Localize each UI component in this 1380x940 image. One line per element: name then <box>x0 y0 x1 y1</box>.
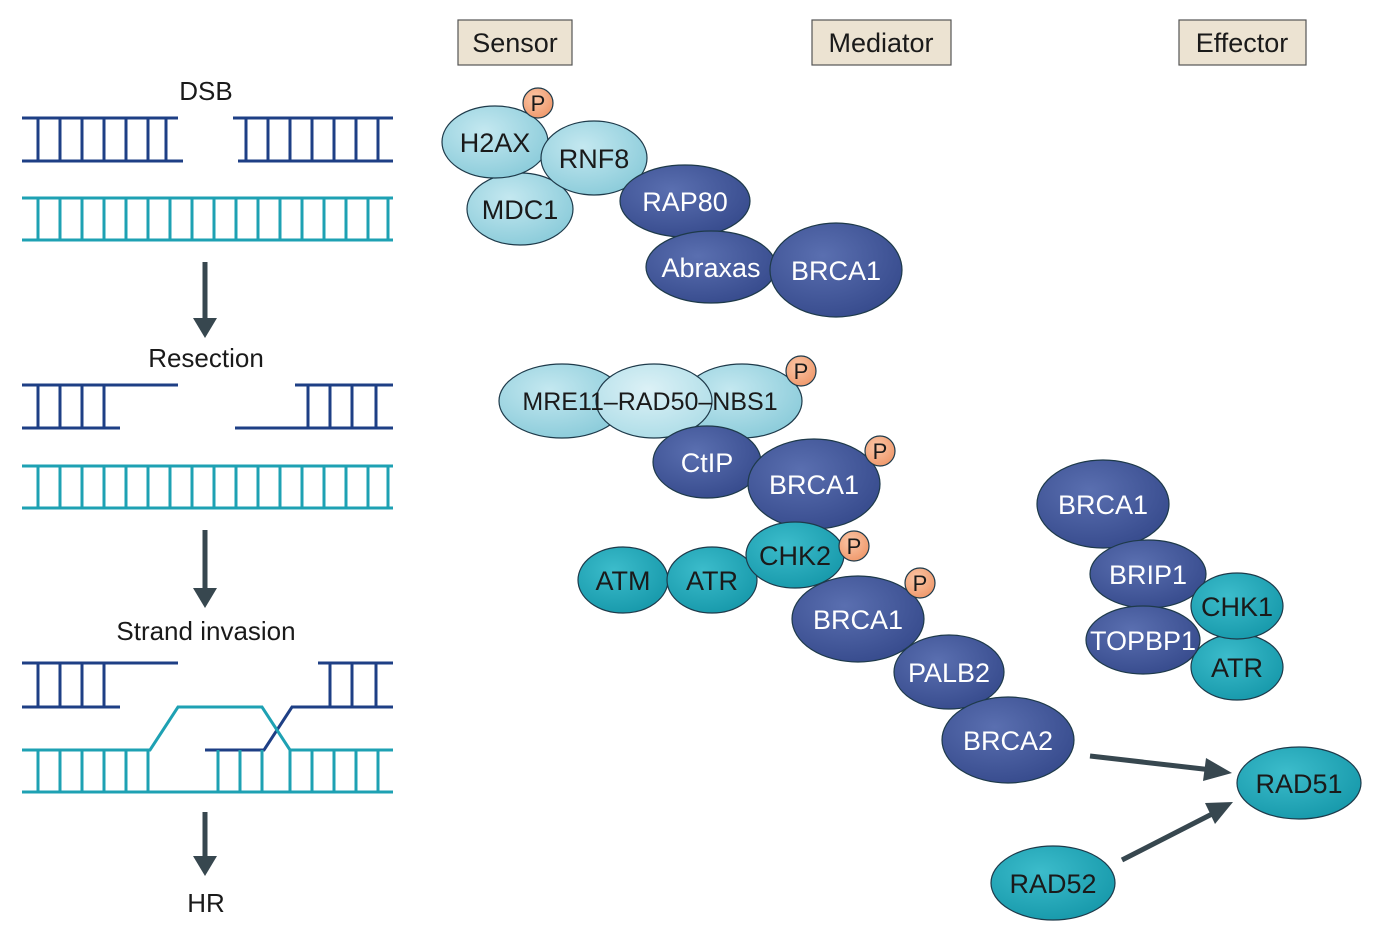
step-hr-label: HR <box>187 888 225 918</box>
protein-brca1-a <box>769 222 903 318</box>
complex-effector <box>1036 459 1284 701</box>
atr-a-label: ATR <box>686 566 738 596</box>
dna-strand-invasion <box>22 661 393 794</box>
mdc1-label: MDC1 <box>482 195 559 225</box>
protein-rad52 <box>990 845 1116 921</box>
step-resection-label: Resection <box>148 343 264 373</box>
brca2-label: BRCA2 <box>963 726 1053 756</box>
dna-dsb <box>22 116 393 242</box>
chk1-label: CHK1 <box>1201 592 1273 622</box>
protein-brca1-d <box>1036 459 1170 549</box>
header-mediator-label: Mediator <box>828 28 933 58</box>
palb2-label: PALB2 <box>908 658 990 688</box>
ctip-label: CtIP <box>681 448 734 478</box>
complex-mrn <box>498 355 896 530</box>
chk2-label: CHK2 <box>759 541 831 571</box>
arrow-brca2-to-rad51 <box>1089 753 1213 773</box>
protein-brca2 <box>941 696 1075 784</box>
complex-checkpoint <box>577 521 1075 784</box>
rnf8-label: RNF8 <box>559 144 630 174</box>
brca1-b-label: BRCA1 <box>769 470 859 500</box>
phospho-label: P <box>847 534 862 559</box>
header-sensor: Sensor <box>457 19 573 66</box>
protein-chk1 <box>1190 572 1284 640</box>
complex-h2ax <box>441 87 903 318</box>
rad52-label: RAD52 <box>1009 869 1096 899</box>
topbp1-label: TOPBP1 <box>1090 626 1196 656</box>
header-mediator: Mediator <box>811 19 952 66</box>
phospho-label: P <box>531 91 546 116</box>
step-arrowheads <box>193 318 217 876</box>
protein-rad51 <box>1236 746 1362 820</box>
brca1-c-label: BRCA1 <box>813 605 903 635</box>
phospho-brca1-c <box>904 567 936 599</box>
abraxas-label: Abraxas <box>661 253 760 283</box>
phospho-h2ax <box>522 87 554 119</box>
phospho-label: P <box>873 439 888 464</box>
header-effector-label: Effector <box>1196 28 1289 58</box>
protein-topbp1 <box>1085 605 1201 675</box>
step-dsb-label: DSB <box>179 76 232 106</box>
atr-b-label: ATR <box>1211 653 1263 683</box>
rap80-label: RAP80 <box>642 187 728 217</box>
dna-resection <box>22 383 393 510</box>
phospho-label: P <box>794 359 809 384</box>
phospho-nbs1 <box>785 355 817 387</box>
phospho-label: P <box>913 571 928 596</box>
header-effector: Effector <box>1178 19 1307 66</box>
complex-rad <box>990 746 1362 921</box>
rad51-label: RAD51 <box>1255 769 1342 799</box>
atm-label: ATM <box>596 566 651 596</box>
brip1-label: BRIP1 <box>1109 560 1187 590</box>
brca1-a-label: BRCA1 <box>791 256 881 286</box>
brca1-d-label: BRCA1 <box>1058 490 1148 520</box>
arrow-rad52-to-rad51 <box>1120 810 1216 863</box>
phospho-brca1-b <box>864 435 896 467</box>
phospho-chk2 <box>838 530 870 562</box>
protein-brca1-c <box>791 575 925 663</box>
header-sensor-label: Sensor <box>472 28 558 58</box>
mrn-label: MRE11–RAD50–NBS1 <box>522 388 777 416</box>
protein-palb2 <box>893 634 1005 710</box>
protein-rad50 <box>595 363 713 439</box>
protein-atr-a <box>666 546 758 614</box>
protein-rnf8 <box>540 120 648 196</box>
rad51-arrows <box>1089 753 1233 863</box>
h2ax-label: H2AX <box>460 128 531 158</box>
step-strand-invasion-label: Strand invasion <box>116 616 295 646</box>
